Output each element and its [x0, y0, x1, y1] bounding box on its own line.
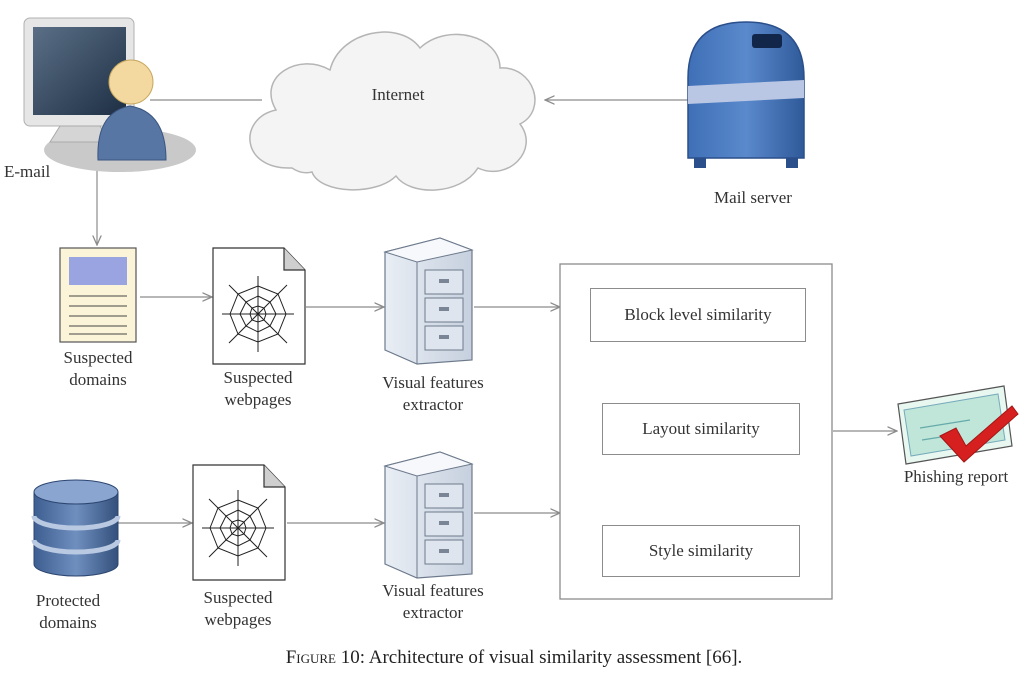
computer-user-icon — [23, 17, 196, 172]
email-label: E-mail — [4, 162, 51, 181]
suspected-webpages-bottom-label-line1: Suspected — [203, 588, 273, 607]
file-cabinet-icon-bottom — [383, 451, 474, 579]
style-similarity-box: Style similarity — [602, 525, 800, 577]
phishing-report-label: Phishing report — [903, 467, 1009, 486]
figure-number: Figure 10: — [285, 647, 366, 668]
connectors — [97, 100, 897, 523]
document-icon — [59, 247, 137, 343]
block-level-similarity-box: Block level similarity — [590, 288, 806, 342]
caption-text: Architecture of visual similarity assess… — [368, 647, 743, 668]
protected-domains-label-line1: Protected — [35, 591, 101, 610]
suspected-domains-label-line1: Suspected — [63, 348, 133, 367]
figure-caption: Figure 10: Architecture of visual simila… — [0, 647, 1028, 669]
internet-label: Internet — [371, 85, 425, 104]
layout-similarity-box: Layout similarity — [602, 403, 800, 455]
database-icon — [31, 479, 121, 577]
report-check-icon — [897, 385, 1019, 465]
protected-domains-label-line2: domains — [39, 613, 97, 632]
web-icon — [212, 247, 306, 365]
file-cabinet-icon — [383, 237, 474, 365]
suspected-webpages-label-line2: webpages — [224, 390, 292, 409]
suspected-webpages-label-line1: Suspected — [223, 368, 293, 387]
mail-server-label: Mail server — [714, 188, 792, 207]
mailbox-icon — [687, 21, 805, 168]
cloud-icon — [249, 31, 536, 191]
visual-features-extractor-bottom-label-line1: Visual features — [382, 581, 484, 600]
visual-features-extractor-label-line1: Visual features — [382, 373, 484, 392]
visual-features-extractor-bottom-label-line2: extractor — [402, 603, 464, 622]
visual-features-extractor-label-line2: extractor — [402, 395, 464, 414]
web-icon-bottom — [192, 464, 286, 581]
suspected-webpages-bottom-label-line2: webpages — [204, 610, 272, 629]
suspected-domains-label-line2: domains — [69, 370, 127, 389]
